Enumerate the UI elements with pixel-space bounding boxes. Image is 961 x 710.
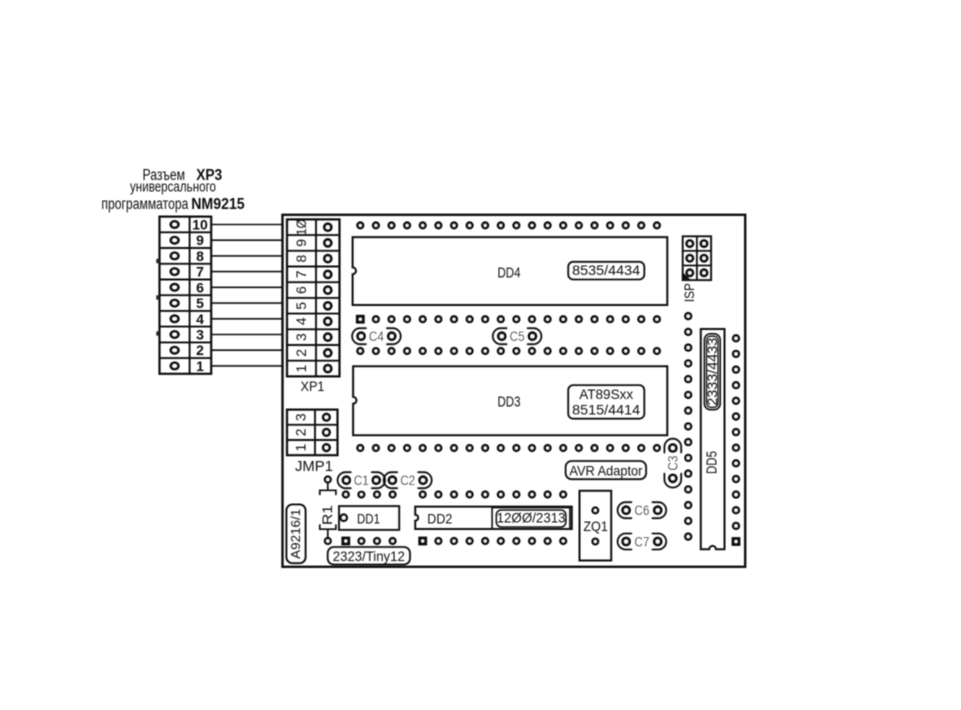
- svg-text:C2: C2: [400, 473, 415, 488]
- svg-text:8: 8: [196, 248, 204, 264]
- svg-text:ZQ1: ZQ1: [583, 518, 608, 534]
- svg-text:9: 9: [293, 239, 309, 247]
- svg-text:XP1: XP1: [301, 378, 325, 394]
- svg-text:8535/4434: 8535/4434: [572, 262, 640, 278]
- svg-text:JMP1: JMP1: [295, 459, 333, 475]
- svg-text:6: 6: [293, 286, 309, 294]
- svg-text:ХР3: ХР3: [196, 167, 222, 184]
- svg-text:2: 2: [292, 428, 308, 436]
- svg-text:C3: C3: [666, 456, 681, 471]
- svg-text:R1: R1: [320, 505, 335, 525]
- svg-text:2: 2: [196, 342, 204, 358]
- svg-text:1: 1: [196, 358, 204, 374]
- svg-text:10: 10: [192, 217, 208, 233]
- svg-text:2: 2: [293, 349, 309, 357]
- svg-text:5: 5: [293, 302, 309, 310]
- svg-text:DD1: DD1: [357, 510, 380, 526]
- svg-text:7: 7: [293, 270, 309, 278]
- svg-text:3: 3: [293, 333, 309, 341]
- svg-text:DD3: DD3: [498, 395, 521, 411]
- svg-text:2323/Tiny12: 2323/Tiny12: [333, 548, 405, 564]
- svg-text:ISP: ISP: [681, 283, 697, 302]
- svg-text:8: 8: [293, 254, 309, 262]
- svg-text:8515/4414: 8515/4414: [572, 402, 640, 418]
- svg-text:программатора: программатора: [101, 196, 188, 213]
- svg-text:NM9215: NM9215: [191, 196, 245, 213]
- svg-text:3: 3: [196, 327, 204, 343]
- svg-text:C6: C6: [634, 503, 649, 518]
- svg-text:4: 4: [293, 317, 309, 325]
- svg-text:1Ø: 1Ø: [293, 219, 309, 235]
- svg-text:универсального: универсального: [130, 180, 216, 196]
- svg-text:Разъем: Разъем: [143, 167, 186, 184]
- svg-text:5: 5: [196, 295, 204, 311]
- svg-text:DD4: DD4: [498, 266, 521, 282]
- svg-text:12ØØ/2313: 12ØØ/2313: [497, 510, 566, 525]
- svg-text:C7: C7: [634, 534, 649, 549]
- svg-text:DD5: DD5: [704, 451, 720, 474]
- svg-text:C1: C1: [354, 473, 369, 488]
- svg-text:6: 6: [196, 279, 204, 295]
- svg-text:9: 9: [196, 232, 204, 248]
- svg-text:C5: C5: [510, 329, 525, 344]
- svg-text:C4: C4: [369, 329, 384, 344]
- svg-text:A9216/1: A9216/1: [288, 509, 303, 559]
- svg-text:AVR Adaptor: AVR Adaptor: [569, 462, 642, 478]
- svg-text:3: 3: [292, 413, 308, 421]
- svg-text:2333/4433: 2333/4433: [704, 338, 720, 406]
- svg-text:DD2: DD2: [427, 510, 452, 526]
- svg-text:7: 7: [196, 264, 204, 280]
- svg-text:1: 1: [293, 364, 309, 372]
- svg-text:AT89Sxx: AT89Sxx: [579, 386, 633, 402]
- svg-text:1: 1: [292, 443, 308, 451]
- svg-text:4: 4: [196, 311, 204, 327]
